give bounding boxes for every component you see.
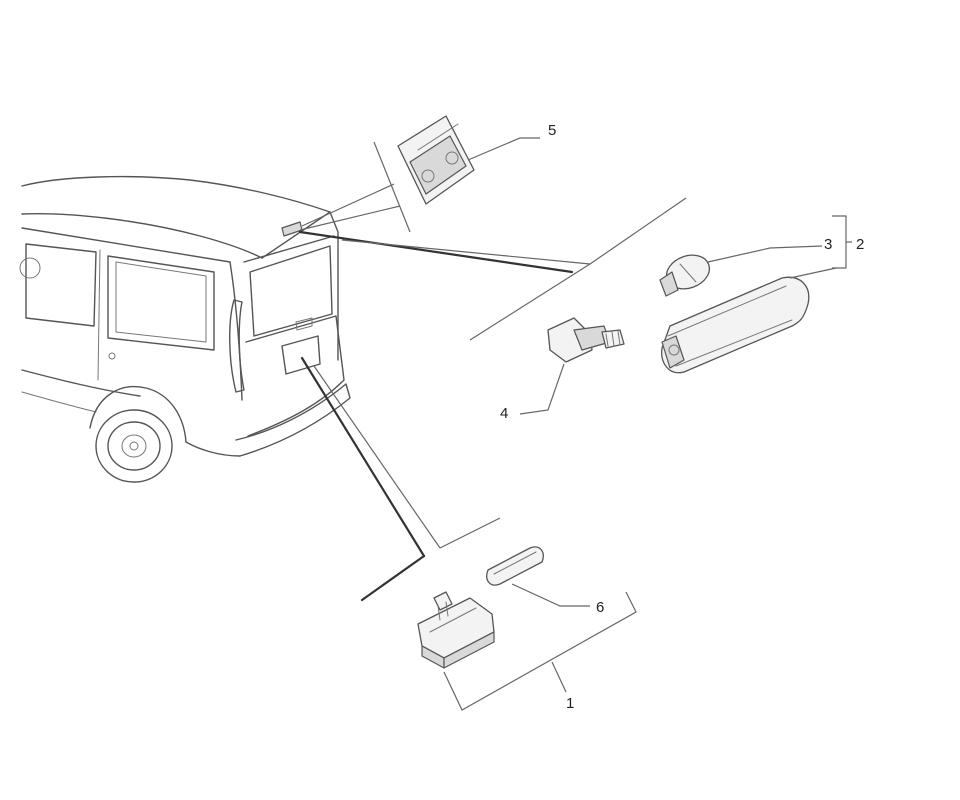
part-4-bulb-holder xyxy=(519,317,625,415)
callout-2: 2 xyxy=(856,236,864,253)
roof-lamp-location xyxy=(281,221,303,237)
part-3-bulb xyxy=(659,245,823,297)
connector-lines xyxy=(298,141,687,602)
part-2-lamp-assembly xyxy=(661,267,837,374)
callout-6: 6 xyxy=(596,599,604,616)
callout-bracket-1 xyxy=(443,591,637,711)
part-6-festoon-bulb xyxy=(486,546,590,607)
callout-bracket-2-3 xyxy=(832,215,852,269)
callout-labels: 5 3 2 4 6 1 xyxy=(500,122,864,712)
part-1-plate-lamp xyxy=(417,591,495,669)
part-5-bracket xyxy=(397,115,540,205)
van-illustration xyxy=(19,175,351,483)
callout-1: 1 xyxy=(566,695,574,712)
callout-4: 4 xyxy=(500,405,508,422)
callout-3: 3 xyxy=(824,236,832,253)
callout-5: 5 xyxy=(548,122,556,139)
